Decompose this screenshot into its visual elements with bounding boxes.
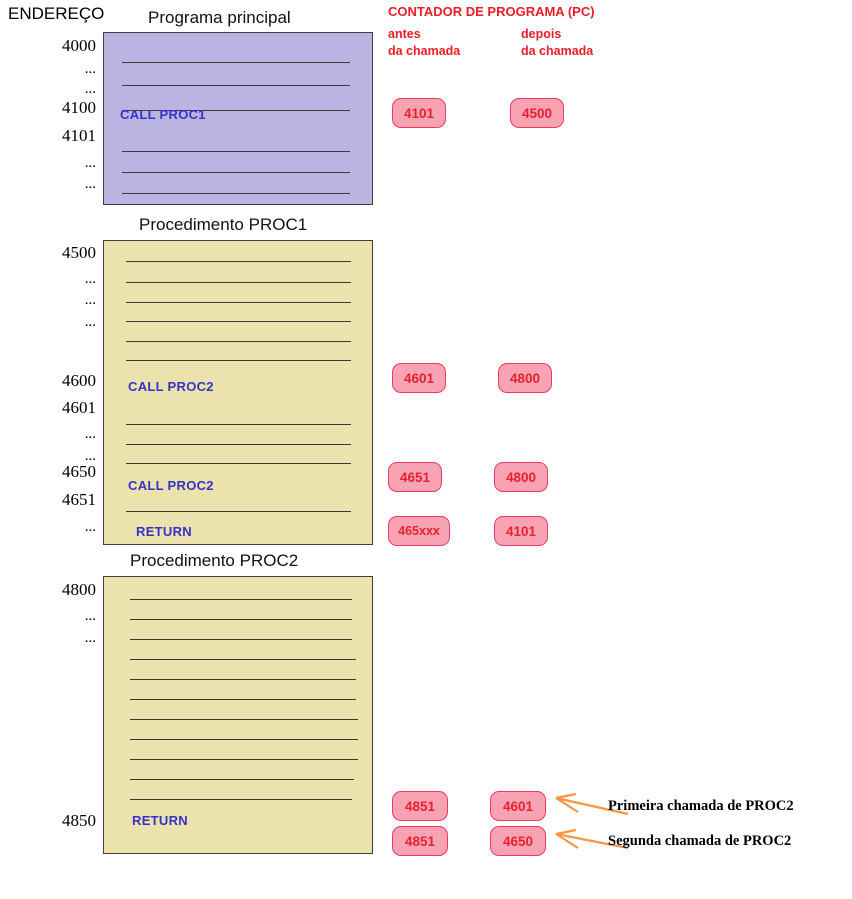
address-label: ... — [84, 81, 96, 97]
pc-badge-before: 4851 — [392, 791, 448, 821]
pc-after-call-line1: depois — [521, 27, 562, 41]
code-rule — [130, 719, 358, 720]
address-label: ... — [84, 155, 96, 171]
instruction-return-proc2: RETURN — [132, 813, 188, 828]
pc-badge-before: 4651 — [388, 462, 442, 492]
block-title-proc2: Procedimento PROC2 — [130, 551, 299, 570]
pc-after-call-line2: da chamada — [521, 44, 594, 58]
annotation-second-call: Segunda chamada de PROC2 — [608, 833, 792, 849]
instruction-call-proc1: CALL PROC1 — [120, 107, 206, 122]
code-rule — [126, 444, 351, 445]
instruction-return-proc1: RETURN — [136, 524, 192, 539]
pc-before-call-line2: da chamada — [388, 44, 461, 58]
code-rule — [130, 759, 358, 760]
code-rule — [126, 511, 351, 512]
code-rule — [130, 599, 352, 600]
code-rule — [130, 679, 356, 680]
address-label: ... — [84, 292, 96, 308]
address-label: ... — [84, 271, 96, 287]
code-rule — [122, 151, 350, 152]
annotation-first-call: Primeira chamada de PROC2 — [608, 798, 794, 814]
code-rule — [130, 739, 358, 740]
address-label: ... — [84, 426, 96, 442]
address-label: 4651 — [62, 490, 96, 509]
code-rule — [126, 282, 351, 283]
code-box-proc2: RETURN — [103, 576, 373, 854]
pc-after-call-label: depois da chamada — [521, 26, 593, 60]
address-label: 4800 — [62, 580, 96, 599]
code-rule — [126, 302, 351, 303]
code-rule — [126, 360, 351, 361]
pc-badge-after: 4601 — [490, 791, 546, 821]
code-rule — [122, 172, 350, 173]
code-box-main-program: CALL PROC1 — [103, 32, 373, 205]
code-rule — [130, 639, 352, 640]
address-label: 4100 — [62, 98, 96, 117]
code-rule — [126, 341, 351, 342]
address-label: ... — [84, 630, 96, 646]
address-label: 4500 — [62, 243, 96, 262]
address-label: ... — [84, 176, 96, 192]
address-label: 4600 — [62, 371, 96, 390]
code-rule — [126, 261, 351, 262]
pc-badge-after: 4101 — [494, 516, 548, 546]
address-label: 4000 — [62, 36, 96, 55]
code-rule — [126, 424, 351, 425]
code-rule — [122, 193, 350, 194]
address-label: ... — [84, 448, 96, 464]
pc-before-call-line1: antes — [388, 27, 421, 41]
code-rule — [130, 799, 352, 800]
address-label: 4601 — [62, 398, 96, 417]
arrow-second-call-icon — [555, 828, 629, 850]
pc-badge-after: 4650 — [490, 826, 546, 856]
pc-badge-after: 4800 — [498, 363, 552, 393]
pc-header-title: CONTADOR DE PROGRAMA (PC) — [388, 4, 595, 19]
pc-before-call-label: antes da chamada — [388, 26, 460, 60]
pc-badge-before: 465xxx — [388, 516, 450, 546]
block-title-main-program: Programa principal — [148, 8, 291, 27]
pc-badge-after: 4500 — [510, 98, 564, 128]
address-column-header: ENDEREÇO — [8, 4, 105, 23]
address-label: ... — [84, 61, 96, 77]
code-rule — [130, 699, 356, 700]
block-title-proc1: Procedimento PROC1 — [139, 215, 308, 234]
code-rule — [122, 62, 350, 63]
pc-badge-before: 4101 — [392, 98, 446, 128]
code-rule — [122, 85, 350, 86]
address-label: ... — [84, 519, 96, 535]
instruction-call-proc2-first: CALL PROC2 — [128, 379, 214, 394]
code-rule — [126, 463, 351, 464]
arrow-first-call-icon — [555, 792, 629, 816]
address-label: ... — [84, 608, 96, 624]
pc-badge-after: 4800 — [494, 462, 548, 492]
instruction-call-proc2-second: CALL PROC2 — [128, 478, 214, 493]
address-label: 4850 — [62, 811, 96, 830]
address-label: ... — [84, 314, 96, 330]
code-rule — [122, 110, 350, 111]
code-rule — [126, 321, 351, 322]
address-label: 4650 — [62, 462, 96, 481]
code-rule — [130, 619, 352, 620]
code-rule — [130, 779, 354, 780]
code-box-proc1: CALL PROC2 CALL PROC2 RETURN — [103, 240, 373, 545]
pc-badge-before: 4601 — [392, 363, 446, 393]
address-label: 4101 — [62, 126, 96, 145]
pc-badge-before: 4851 — [392, 826, 448, 856]
code-rule — [130, 659, 356, 660]
